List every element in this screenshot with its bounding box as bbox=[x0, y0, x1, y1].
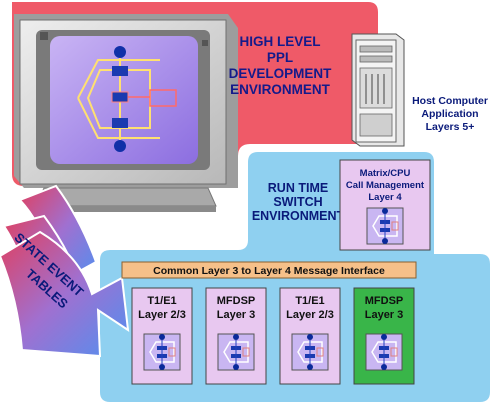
card-title-line1: MFDSP bbox=[217, 295, 256, 307]
card-flowchart-icon bbox=[217, 333, 255, 371]
state-event-tables-arrow bbox=[0, 184, 130, 358]
card-flowchart-icon bbox=[143, 333, 181, 371]
matrix-label-line1: Matrix/CPU bbox=[360, 168, 411, 179]
card-title-line2: Layer 3 bbox=[365, 309, 404, 321]
card-title-line2: Layer 2/3 bbox=[138, 309, 186, 321]
card-title-line1: T1/E1 bbox=[295, 295, 324, 307]
high-level-label-line1: HIGH LEVEL bbox=[239, 34, 320, 49]
card-t1e1-first: T1/E1 Layer 2/3 bbox=[131, 287, 193, 385]
card-flowchart-icon bbox=[291, 333, 329, 371]
card-mfdsp-second: MFDSP Layer 3 bbox=[353, 287, 415, 385]
common-interface-bar: Common Layer 3 to Layer 4 Message Interf… bbox=[121, 261, 417, 279]
card-flowchart-icon bbox=[365, 333, 403, 371]
runtime-label-line2: SWITCH bbox=[273, 195, 322, 209]
matrix-label-line2: Call Management bbox=[346, 180, 425, 191]
matrix-flowchart-icon bbox=[366, 207, 404, 245]
common-interface-label: Common Layer 3 to Layer 4 Message Interf… bbox=[153, 265, 385, 277]
card-title-line1: MFDSP bbox=[365, 295, 404, 307]
card-title-line2: Layer 2/3 bbox=[286, 309, 334, 321]
host-label-line3: Layers 5+ bbox=[426, 121, 475, 133]
host-label-line2: Application bbox=[421, 108, 478, 120]
high-level-label-line2: PPL bbox=[267, 50, 293, 65]
matrix-cpu-card: Matrix/CPU Call Management Layer 4 bbox=[339, 159, 431, 251]
high-level-label-line3: DEVELOPMENT bbox=[229, 66, 333, 81]
runtime-label-line3: ENVIRONMENT bbox=[252, 209, 345, 223]
runtime-label-line1: RUN TIME bbox=[268, 181, 328, 195]
card-title-line2: Layer 3 bbox=[217, 309, 256, 321]
card-title-line1: T1/E1 bbox=[147, 295, 176, 307]
matrix-label-line3: Layer 4 bbox=[368, 192, 402, 203]
high-level-label-line4: ENVIRONMENT bbox=[230, 82, 331, 97]
state-flowchart-graphic bbox=[77, 46, 177, 152]
host-label-line1: Host Computer bbox=[412, 95, 488, 107]
host-computer-tower bbox=[351, 33, 405, 147]
crt-monitor bbox=[14, 14, 238, 212]
card-t1e1-second: T1/E1 Layer 2/3 bbox=[279, 287, 341, 385]
card-mfdsp-first: MFDSP Layer 3 bbox=[205, 287, 267, 385]
